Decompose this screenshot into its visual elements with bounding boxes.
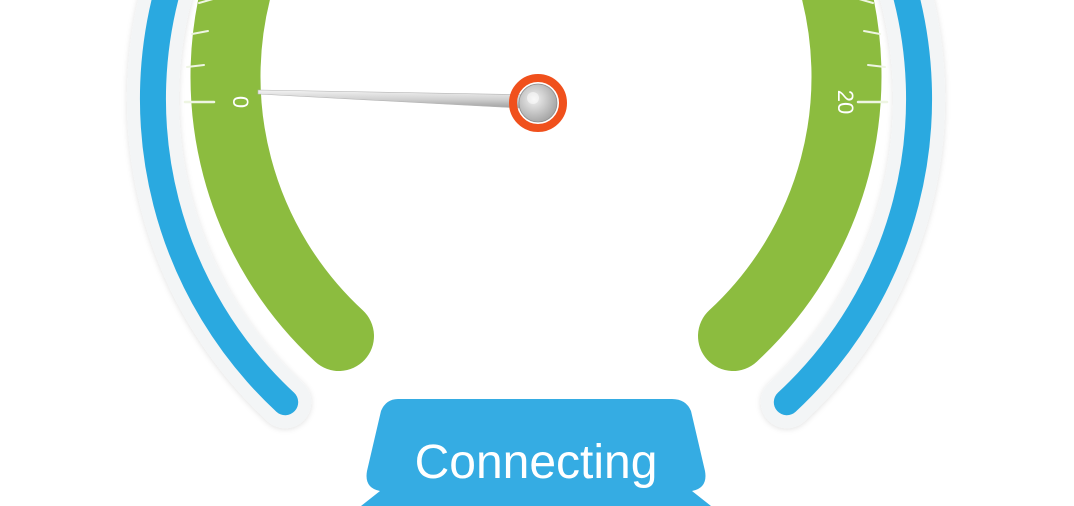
inner-band xyxy=(190,0,882,371)
tick-minor-right xyxy=(863,30,881,35)
scale-max-label: 20 xyxy=(833,90,858,114)
needle-blade xyxy=(257,89,539,110)
gauge-needle xyxy=(257,74,567,132)
left-scale-ticks xyxy=(183,0,216,104)
scale-min-label: 0 xyxy=(228,96,253,108)
needle-hub xyxy=(518,83,558,123)
tick-minor-right xyxy=(867,64,886,68)
status-button[interactable]: Connecting xyxy=(361,399,711,506)
status-button-shape[interactable] xyxy=(361,399,711,506)
needle-hub-ring xyxy=(509,74,567,132)
right-scale-ticks xyxy=(856,0,889,104)
outer-band xyxy=(139,0,933,416)
needle-hub-highlight xyxy=(527,92,539,104)
tick-minor-left xyxy=(198,0,214,4)
tick-minor-left xyxy=(186,64,205,68)
tick-minor-right xyxy=(858,0,874,4)
tick-minor-left xyxy=(191,30,209,35)
status-label: Connecting xyxy=(415,436,658,489)
